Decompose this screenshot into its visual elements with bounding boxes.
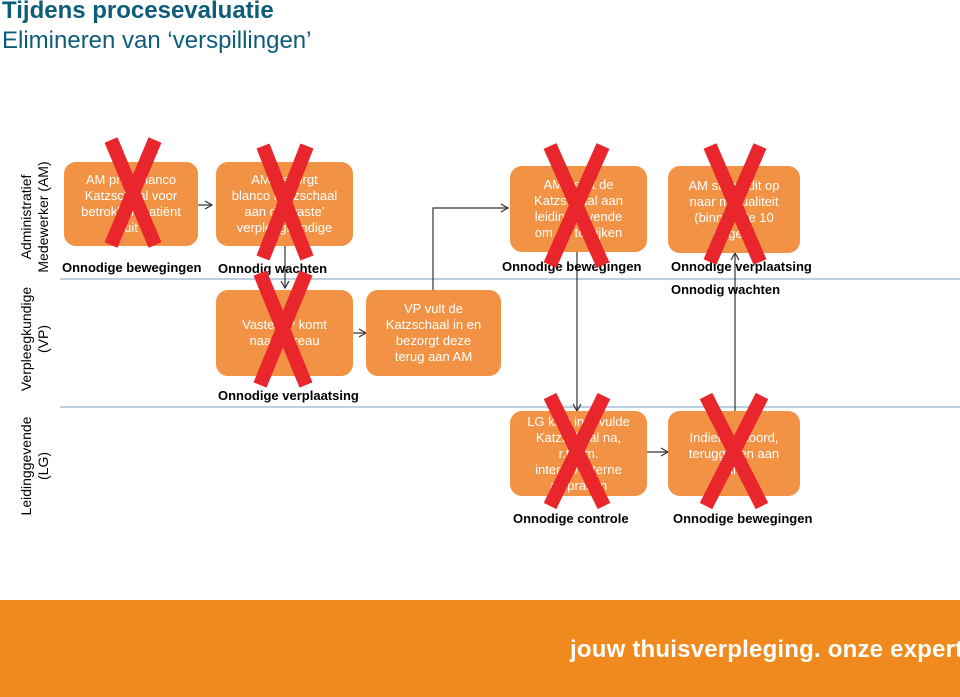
cross-mark-icon bbox=[543, 143, 610, 268]
page-title: Tijdens procesevaluatie bbox=[2, 0, 274, 24]
cross-mark-icon bbox=[104, 137, 162, 248]
cross-mark-icon bbox=[703, 143, 767, 265]
footer-slogan: jouw thuisverpleging. onze expertise. bbox=[570, 636, 960, 663]
waste-label: Onnodige bewegingen bbox=[673, 511, 813, 526]
footer-banner bbox=[0, 600, 960, 697]
waste-label: Onnodige bewegingen bbox=[62, 260, 202, 275]
flow-arrow-4 bbox=[432, 203, 510, 290]
step-vp-vult: VP vult de Katzschaal in en bezorgt deze… bbox=[366, 290, 501, 376]
cross-mark-icon bbox=[699, 392, 769, 510]
step-lg-kijkt: LG kijkt ingevulde Katzschaal na, r.t.h.… bbox=[510, 411, 647, 496]
waste-label: Onnodig wachten bbox=[671, 282, 781, 297]
cross-mark-icon bbox=[253, 270, 313, 388]
cross-mark-icon bbox=[543, 392, 611, 510]
waste-label: Onnodige verplaatsing bbox=[671, 259, 812, 274]
waste-label: Onnodige verplaatsing bbox=[218, 388, 359, 403]
waste-label: Onnodige controle bbox=[513, 511, 629, 526]
page-subtitle: Elimineren van ‘verspillingen’ bbox=[2, 27, 312, 54]
step-am-bezorgt: AM bezorgt blanco Katzschaal aan de ‘vas… bbox=[216, 162, 353, 246]
cross-mark-icon bbox=[256, 143, 314, 261]
